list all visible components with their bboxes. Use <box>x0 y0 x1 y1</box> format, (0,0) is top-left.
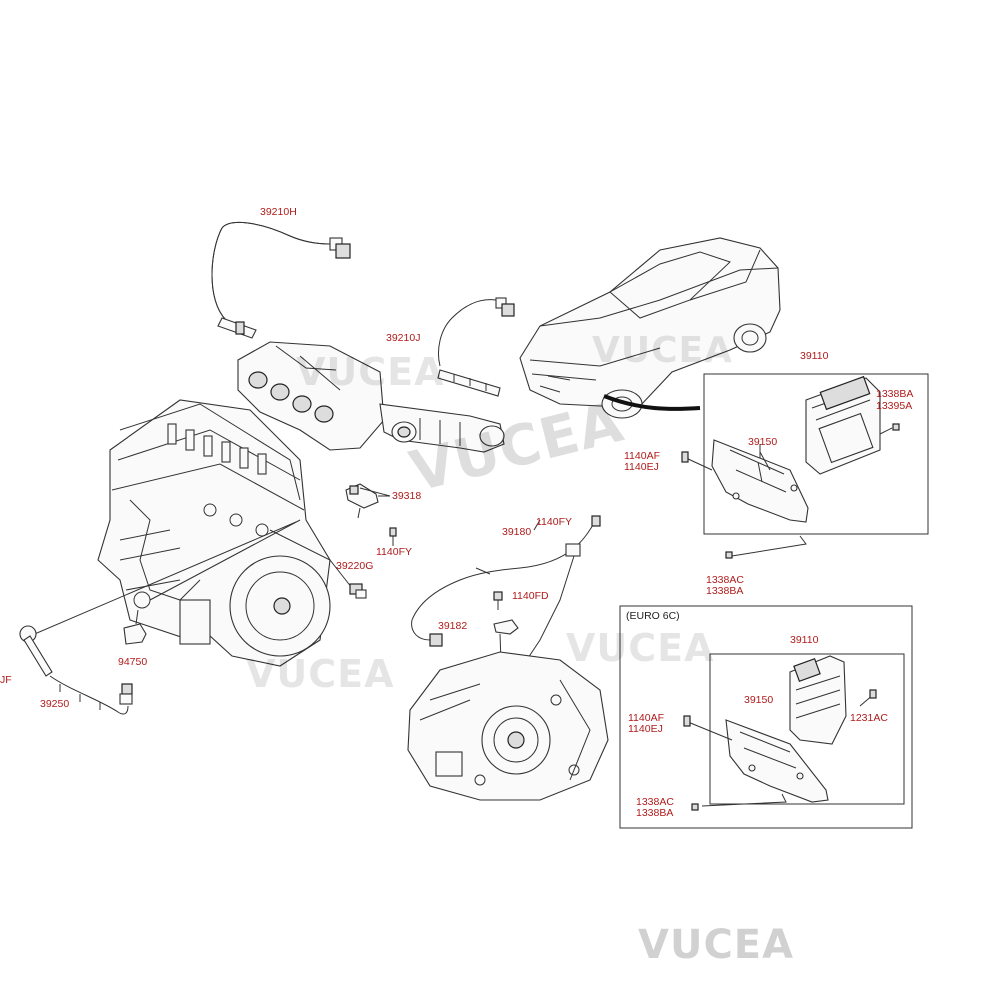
sensor-39180 <box>411 515 601 671</box>
euro-callout-39110: 39110 <box>790 634 819 646</box>
watermark-car: VUCEA <box>592 330 733 371</box>
ecu-module <box>805 375 881 475</box>
callout-39220g: 39220G <box>336 560 374 572</box>
euro-ecu-module <box>789 655 847 745</box>
euro-box-outline <box>619 605 913 829</box>
callout-39210j: 39210J <box>386 332 421 344</box>
euro-callout-1140af: 1140AF <box>628 712 664 724</box>
euro-bolt-1231ac <box>869 689 877 699</box>
transmission <box>407 651 609 801</box>
exhaust-manifold <box>237 341 385 451</box>
engine-block <box>97 399 331 667</box>
oxygen-sensor-39210h <box>211 222 351 339</box>
callout-39150: 39150 <box>748 436 778 448</box>
callout-1140fy-a: 1140FY <box>376 546 412 558</box>
callout-1140fy-b: 1140FY <box>536 516 572 528</box>
watermark-bottom-center: VUCEA <box>566 626 715 670</box>
euro-callout-1140ej: 1140EJ <box>628 723 663 735</box>
watermark-footer: VUCEA <box>638 922 795 968</box>
callout-1338ba-top: 1338BA <box>876 388 914 400</box>
callout-39180: 39180 <box>502 526 532 538</box>
euro-callout-1338ac: 1338AC <box>636 796 674 808</box>
ecu-bracket <box>711 439 809 523</box>
callout-39210h: 39210H <box>260 206 297 218</box>
screw-1140af <box>681 451 689 463</box>
callout-13395a: 13395A <box>876 400 913 412</box>
callout-39250: 39250 <box>40 698 70 710</box>
callout-39318: 39318 <box>392 490 422 502</box>
bolt-1140fd <box>493 591 503 610</box>
ecu-box-outline <box>703 373 929 535</box>
euro-nut-1338ac <box>691 803 699 811</box>
catalytic-converter <box>379 403 505 453</box>
callout-39182: 39182 <box>438 620 468 632</box>
watermark-bottom-left: VUCEA <box>246 652 395 696</box>
euro-box-title: (EURO 6C) <box>626 610 680 622</box>
euro-ecu-bracket <box>725 719 829 803</box>
callout-1140ej: 1140EJ <box>624 461 659 473</box>
euro-callout-1338ba: 1338BA <box>636 807 674 819</box>
oxygen-sensor-39250 <box>19 521 297 715</box>
callout-1338ba: 1338BA <box>706 585 744 597</box>
callout-1338ac: 1338AC <box>706 574 744 586</box>
nut-13395a <box>892 423 900 431</box>
callout-1140af: 1140AF <box>624 450 660 462</box>
callout-1140fd: 1140FD <box>512 590 549 602</box>
car-illustration <box>519 237 781 419</box>
callout-39110: 39110 <box>800 350 829 362</box>
watermark-top-left: VUCEA <box>296 350 445 394</box>
euro-screw-1140af <box>683 715 691 727</box>
oxygen-sensor-39210j <box>437 297 515 397</box>
nut-1338ac <box>725 551 733 559</box>
euro-callout-39150: 39150 <box>744 694 774 706</box>
callout-94750: 94750 <box>118 656 148 668</box>
camshaft-sensor-39318 <box>345 483 397 546</box>
sensor-39220g <box>269 529 367 599</box>
sensor-94750 <box>123 519 301 645</box>
callout-jf: JF <box>0 674 12 686</box>
euro-callout-1231ac: 1231AC <box>850 712 888 724</box>
